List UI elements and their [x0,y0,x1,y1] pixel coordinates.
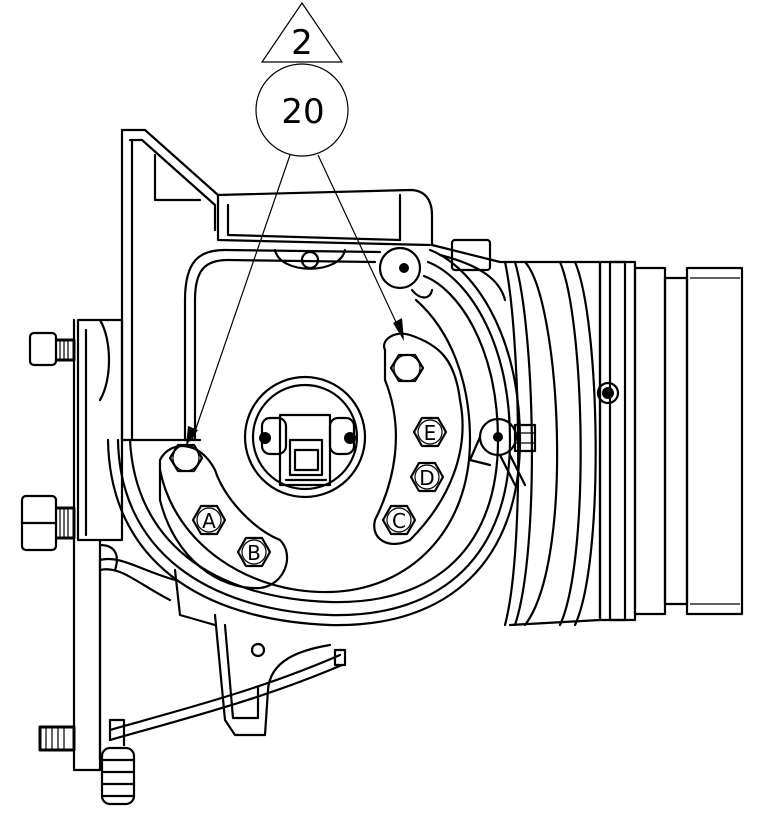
center-sensor [243,375,367,499]
bolt-label-c: C [392,509,406,533]
leader-line-left [191,154,291,441]
item-number: 20 [281,92,324,132]
bolt-e: E [412,416,448,448]
upper-housing [120,128,434,442]
leader-arrow-right [393,318,404,341]
bolt-upper-left [168,443,204,473]
bolt-label-a: A [202,509,216,533]
right-body [430,238,744,627]
bolt-a: A [191,504,227,536]
bolt-b: B [236,536,272,568]
leader-target-bolts [168,353,425,473]
bolt-d: D [409,461,445,493]
revision-number: 2 [291,23,313,63]
bolt-label-b: B [247,541,261,565]
bolt-label-d: D [419,466,434,490]
lower-bracket [100,613,347,806]
main-housing [98,248,522,627]
bolt-label-e: E [424,421,437,445]
leader-line-right [317,154,403,336]
item-balloon [255,63,349,157]
revision-triangle [260,1,344,63]
bolt-upper-right [389,353,425,383]
mounting-bracket [20,318,124,772]
bolt-c: C [381,504,417,536]
